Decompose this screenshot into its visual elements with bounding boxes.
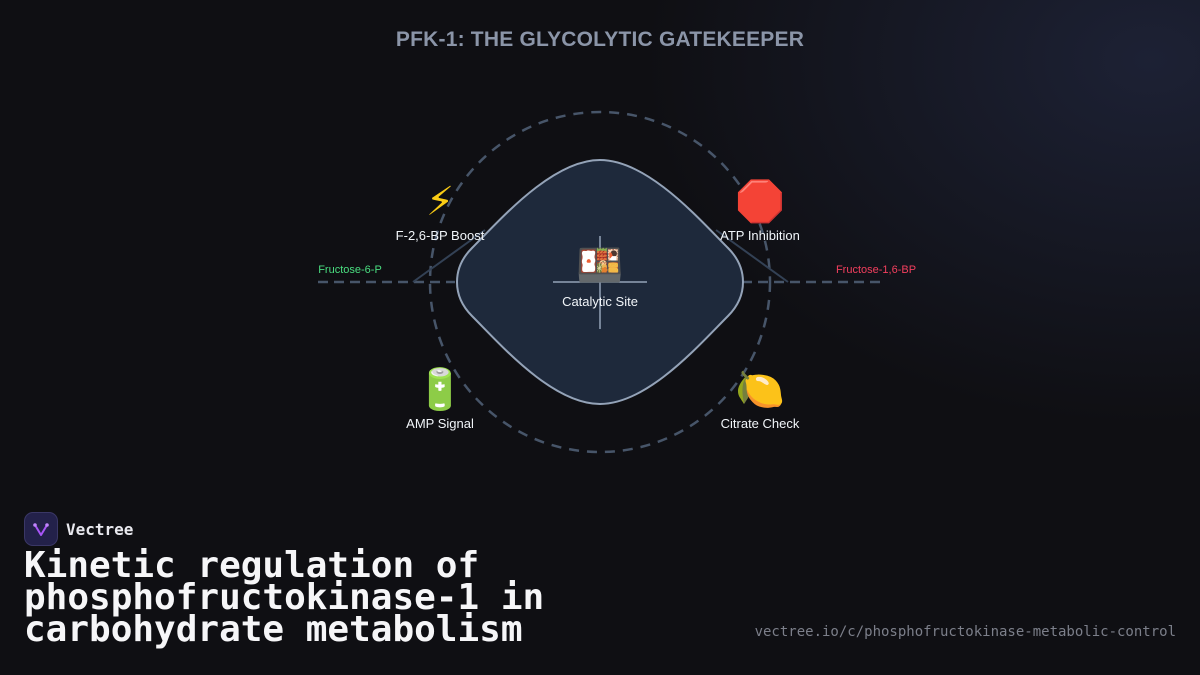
bento-box-icon: 🍱 — [576, 243, 623, 287]
vectree-logo-icon — [24, 512, 58, 546]
brand-name: Vectree — [66, 519, 134, 539]
lemon-icon: 🍋 — [735, 367, 785, 413]
regulator-label-amp: AMP Signal — [406, 416, 474, 431]
connector-left — [412, 229, 486, 283]
regulator-label-f26bp: F-2,6-BP Boost — [396, 228, 485, 243]
connector-right — [715, 229, 789, 283]
headline-line-3: carbohydrate metabolism — [24, 609, 523, 650]
battery-icon: 🔋 — [415, 366, 465, 413]
stop-sign-icon: 🛑 — [735, 178, 785, 225]
substrate-label: Fructose-6-P — [318, 264, 382, 276]
headline-line-2: phosphofructokinase-1 in — [24, 577, 545, 618]
product-label: Fructose-1,6-BP — [836, 264, 916, 276]
catalytic-site-label: Catalytic Site — [562, 294, 638, 309]
lightning-icon: ⚡ — [426, 179, 454, 225]
regulator-label-citrate: Citrate Check — [721, 416, 800, 431]
regulator-label-atp: ATP Inhibition — [720, 228, 800, 243]
diagram-title: PFK-1: THE GLYCOLYTIC GATEKEEPER — [395, 28, 805, 51]
source-url: vectree.io/c/phosphofructokinase-metabol… — [754, 624, 1176, 640]
headline-line-1: Kinetic regulation of — [24, 545, 480, 586]
headline: Kinetic regulation of phosphofructokinas… — [24, 548, 724, 648]
brand: Vectree — [24, 512, 133, 546]
regulatory-ring — [428, 110, 772, 454]
